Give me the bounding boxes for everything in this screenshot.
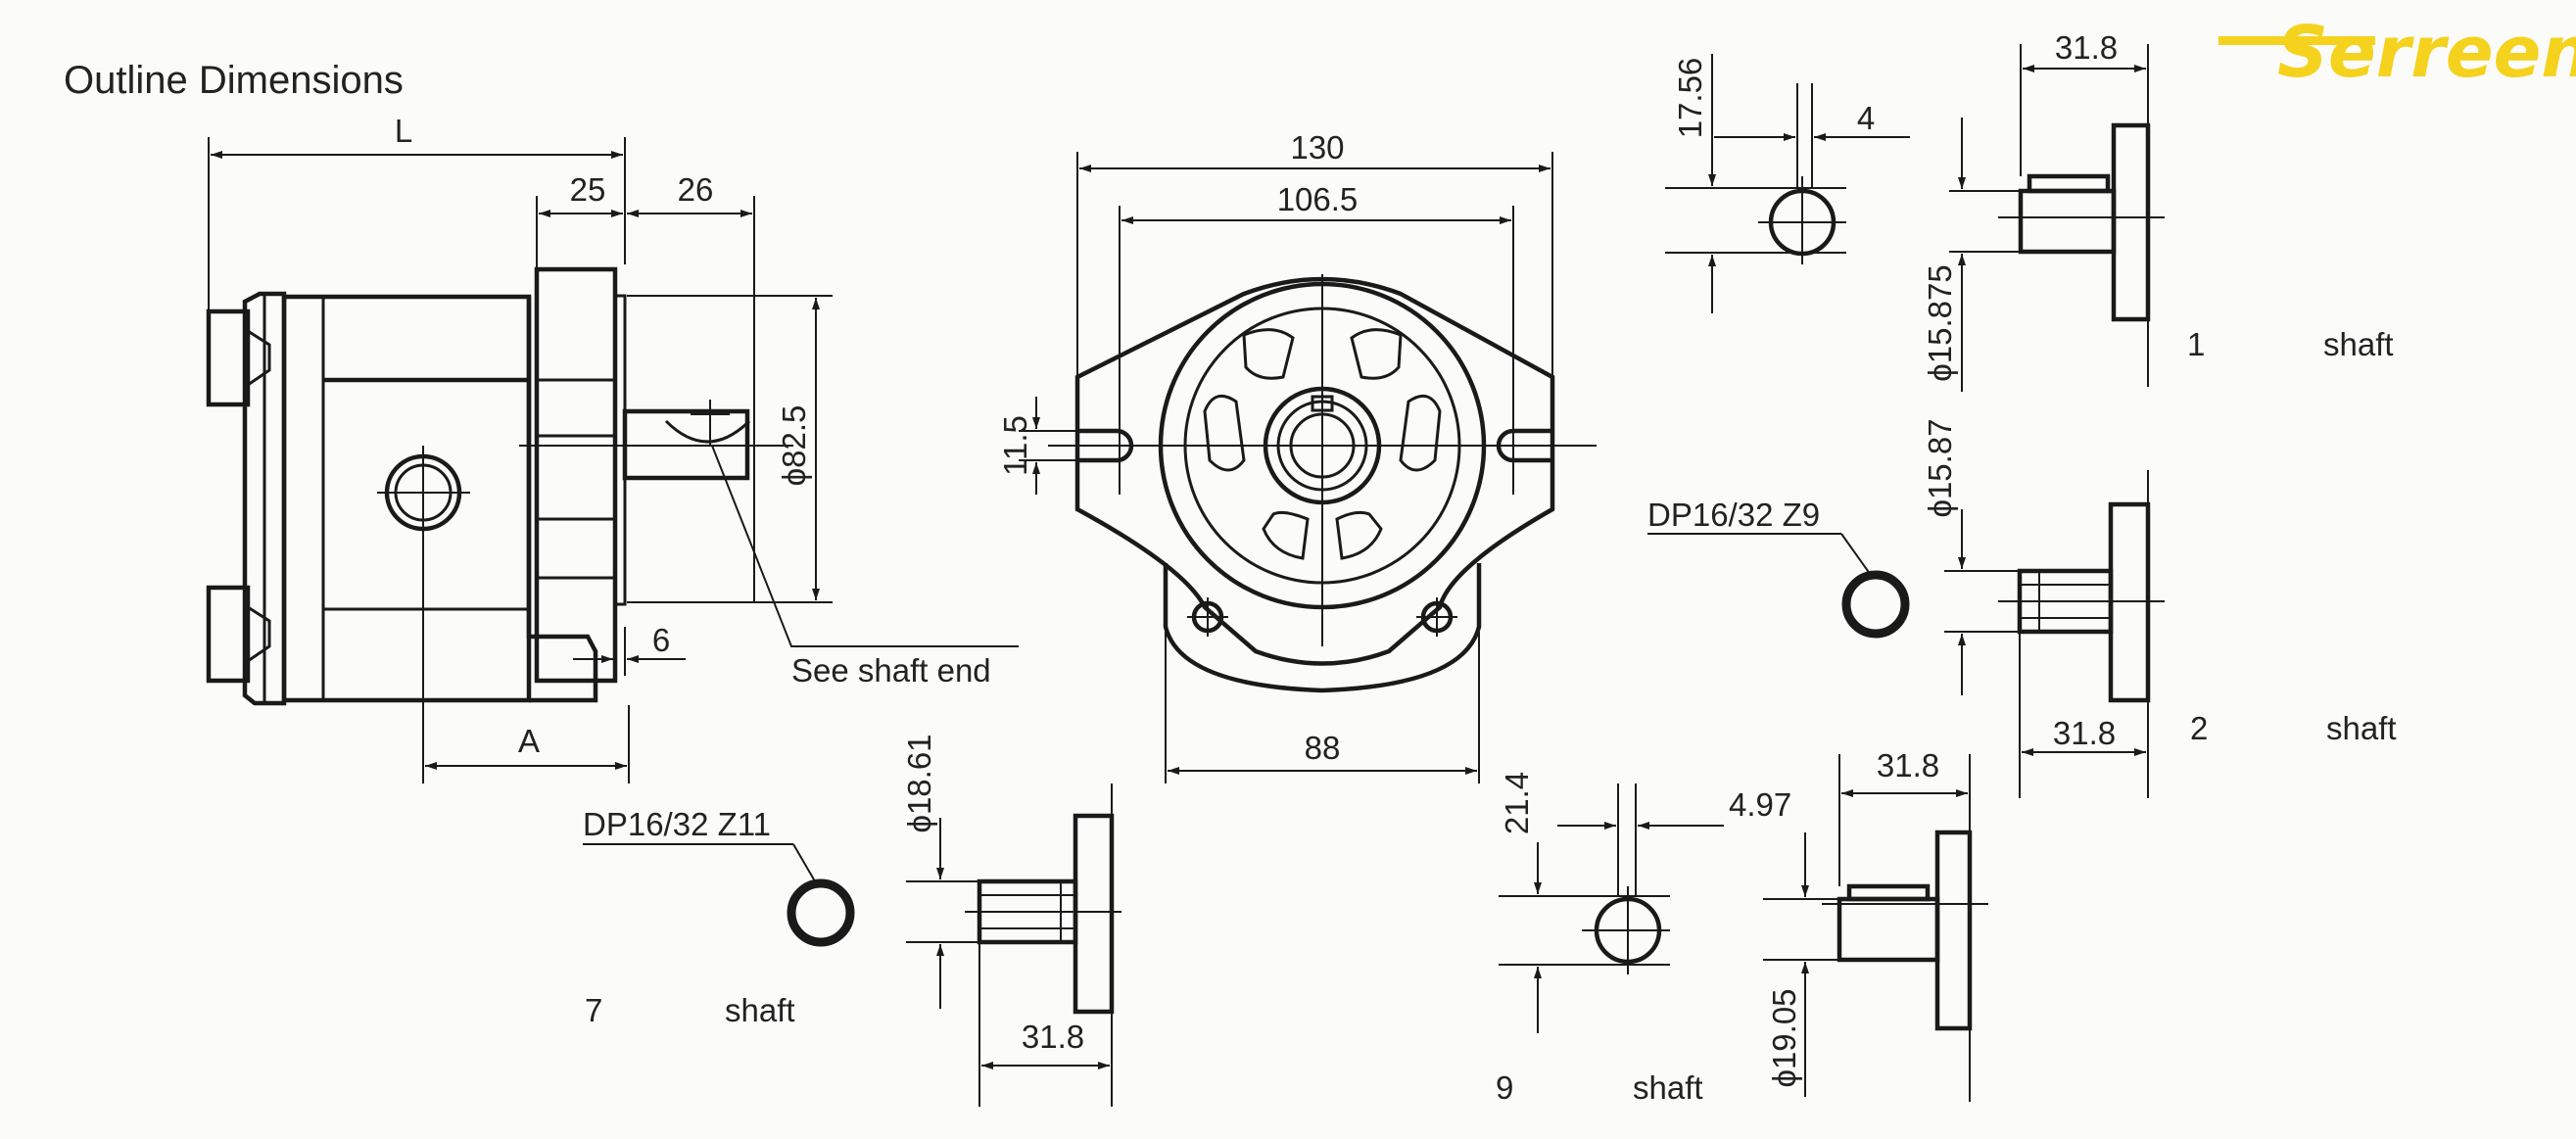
dim-6: 6: [652, 622, 670, 658]
dim-25: 25: [570, 171, 606, 208]
page-title: Outline Dimensions: [64, 59, 404, 102]
shaft-2-number: 2: [2190, 710, 2208, 746]
shaft-7-number: 7: [585, 992, 602, 1028]
shaft-9-number: 9: [1496, 1069, 1513, 1106]
logo-text: Serreen: [2277, 11, 2576, 93]
shaft-9-label: shaft: [1633, 1069, 1703, 1106]
shaft-9-keyed-end: 21.4 4.97 31.8 ϕ19.05 9 shaft: [1496, 747, 1988, 1106]
shaft-7-dim-31-8: 31.8: [1022, 1019, 1084, 1055]
shaft-2-splined-end: DP16/32 Z9 ϕ15.87 31.8 2 shaft: [1647, 418, 2397, 798]
dim-A: A: [518, 723, 540, 759]
dim-130: 130: [1290, 129, 1344, 166]
shaft-7-splined-end: DP16/32 Z11 ϕ18.61 31.8 7 shaft: [583, 734, 1121, 1107]
serreen-logo: Serreen: [2218, 11, 2576, 93]
dim-phi-82-5: ϕ82.5: [776, 405, 812, 487]
shaft-9-dim-phi-19-05: ϕ19.05: [1766, 988, 1802, 1087]
pump-side-view: L 25 26 ϕ82.5 6 A See shaft end: [206, 113, 1019, 783]
dim-L: L: [395, 113, 412, 149]
shaft-2-dim-31-8: 31.8: [2053, 715, 2116, 751]
shaft-9-dim-31-8: 31.8: [1877, 747, 1939, 783]
shaft-9-dim-21-4: 21.4: [1499, 772, 1535, 834]
dim-106-5: 106.5: [1277, 181, 1359, 217]
see-shaft-end-label: See shaft end: [791, 652, 991, 688]
shaft-1-keyed-end: 17.56 4 31.8 ϕ15.875 1 shaft: [1665, 29, 2394, 392]
shaft-2-dim-phi-15-87: ϕ15.87: [1922, 418, 1958, 517]
shaft-9-dim-4-97: 4.97: [1729, 786, 1791, 823]
shaft-1-dim-4: 4: [1857, 100, 1875, 136]
dim-88: 88: [1305, 730, 1341, 766]
shaft-1-dim-31-8: 31.8: [2055, 29, 2118, 66]
shaft-7-dim-phi-18-61: ϕ18.61: [901, 734, 937, 832]
dim-11-5: 11.5: [997, 415, 1033, 476]
shaft-2-label: shaft: [2326, 710, 2397, 746]
shaft-1-dim-17-56: 17.56: [1672, 58, 1708, 139]
shaft-7-label: shaft: [725, 992, 795, 1028]
shaft-1-dim-phi-15-875: ϕ15.875: [1922, 264, 1958, 381]
shaft-7-spline-spec: DP16/32 Z11: [583, 806, 771, 842]
dim-26: 26: [678, 171, 714, 208]
pump-front-view: 130 106.5 11.5 88: [997, 129, 1597, 783]
shaft-2-spline-spec: DP16/32 Z9: [1647, 497, 1820, 533]
shaft-1-label: shaft: [2323, 326, 2394, 362]
shaft-1-number: 1: [2187, 326, 2205, 362]
